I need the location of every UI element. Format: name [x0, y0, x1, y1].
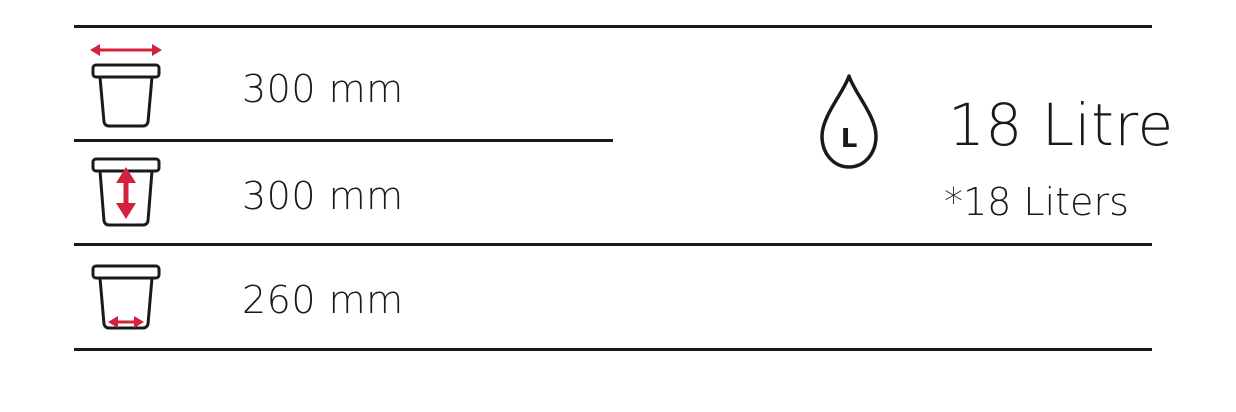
volume-litre: 18 Litre	[948, 91, 1174, 159]
container-height-icon	[88, 155, 164, 235]
row-divider-1	[74, 139, 613, 142]
container-width-icon	[88, 40, 164, 134]
container-base-icon	[88, 262, 164, 340]
width-value: 300 mm	[242, 67, 404, 111]
volume-liters: *18 Liters	[944, 180, 1129, 224]
top-divider	[74, 25, 1152, 28]
base-value: 260 mm	[242, 278, 404, 322]
bottom-divider	[74, 348, 1152, 351]
droplet-letter: L	[841, 124, 858, 154]
height-value: 300 mm	[242, 174, 404, 218]
droplet-litre-icon: L	[816, 72, 882, 176]
row-divider-2	[74, 243, 1152, 246]
